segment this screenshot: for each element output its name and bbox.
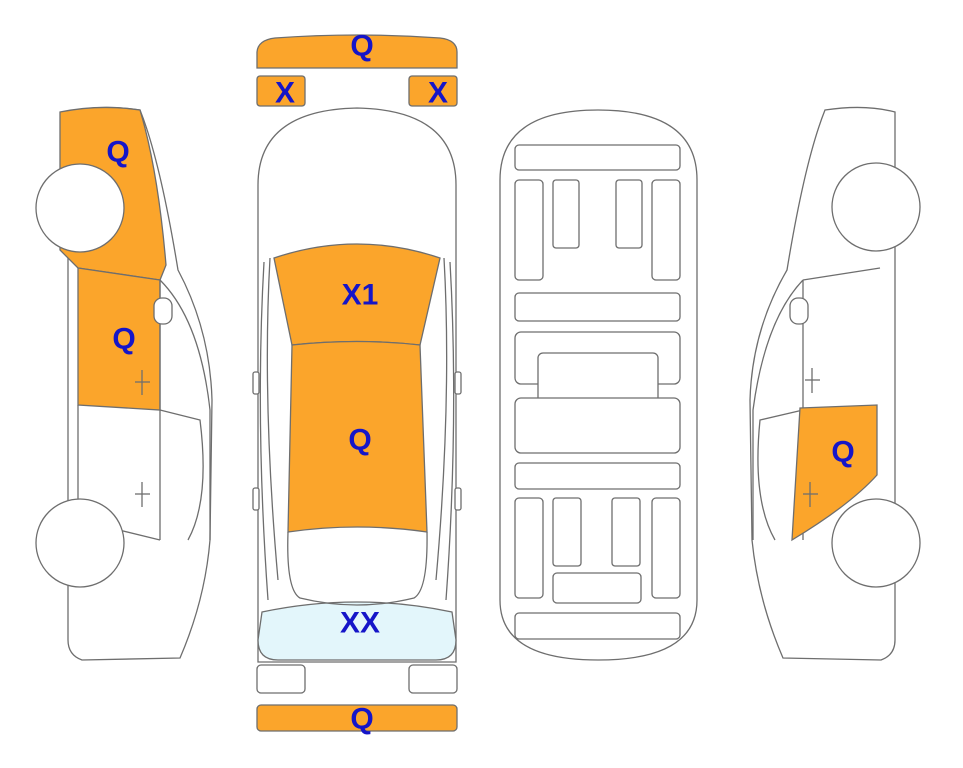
label-roof: Q: [348, 424, 371, 457]
top-left-handle: [252, 487, 260, 511]
right-rear-wheel: [831, 498, 921, 588]
right-tail-light: [408, 664, 458, 694]
label-right-rear-door: Q: [831, 436, 854, 469]
top-view: [252, 34, 462, 732]
top-left-mirror: [252, 371, 260, 395]
zone-right-headlight[interactable]: [408, 75, 458, 107]
label-front-bumper: Q: [350, 30, 373, 63]
zone-front-bumper[interactable]: [256, 34, 458, 69]
right-front-wheel: [831, 162, 921, 252]
left-tail-light: [256, 664, 306, 694]
zone-right-rear-door[interactable]: [791, 404, 878, 542]
top-left-contour: [266, 257, 279, 581]
top-right-handle: [454, 487, 462, 511]
top-right-contour-outer: [445, 261, 455, 601]
left-window: [159, 409, 204, 541]
label-left-front-fender: Q: [106, 136, 129, 169]
label-windshield: X1: [342, 279, 379, 312]
top-right-contour: [435, 257, 448, 581]
right-a-pillar: [752, 279, 804, 540]
right-side-view: [749, 106, 921, 661]
label-right-headlight: X: [428, 77, 448, 110]
zone-left-headlight[interactable]: [256, 75, 306, 107]
underbody-view: [499, 109, 698, 661]
zone-rear-window[interactable]: [257, 601, 457, 661]
right-roof-line: [802, 267, 881, 281]
left-mirror: [153, 297, 173, 325]
label-left-headlight: X: [275, 77, 295, 110]
left-side-view: [35, 106, 213, 661]
top-left-contour-outer: [259, 261, 269, 601]
label-rear-window: XX: [340, 607, 380, 640]
left-front-wheel: [35, 163, 125, 253]
zone-rear-bumper[interactable]: [256, 704, 458, 732]
left-rear-wheel: [35, 498, 125, 588]
right-mirror: [789, 297, 809, 325]
label-left-front-door: Q: [112, 323, 135, 356]
label-rear-bumper: Q: [350, 703, 373, 736]
rear-deck-line: [287, 531, 428, 606]
top-right-mirror: [454, 371, 462, 395]
left-a-pillar: [159, 279, 211, 540]
zone-labels: Q X X X1 Q XX Q Q Q Q: [106, 30, 854, 736]
right-window: [757, 409, 804, 541]
